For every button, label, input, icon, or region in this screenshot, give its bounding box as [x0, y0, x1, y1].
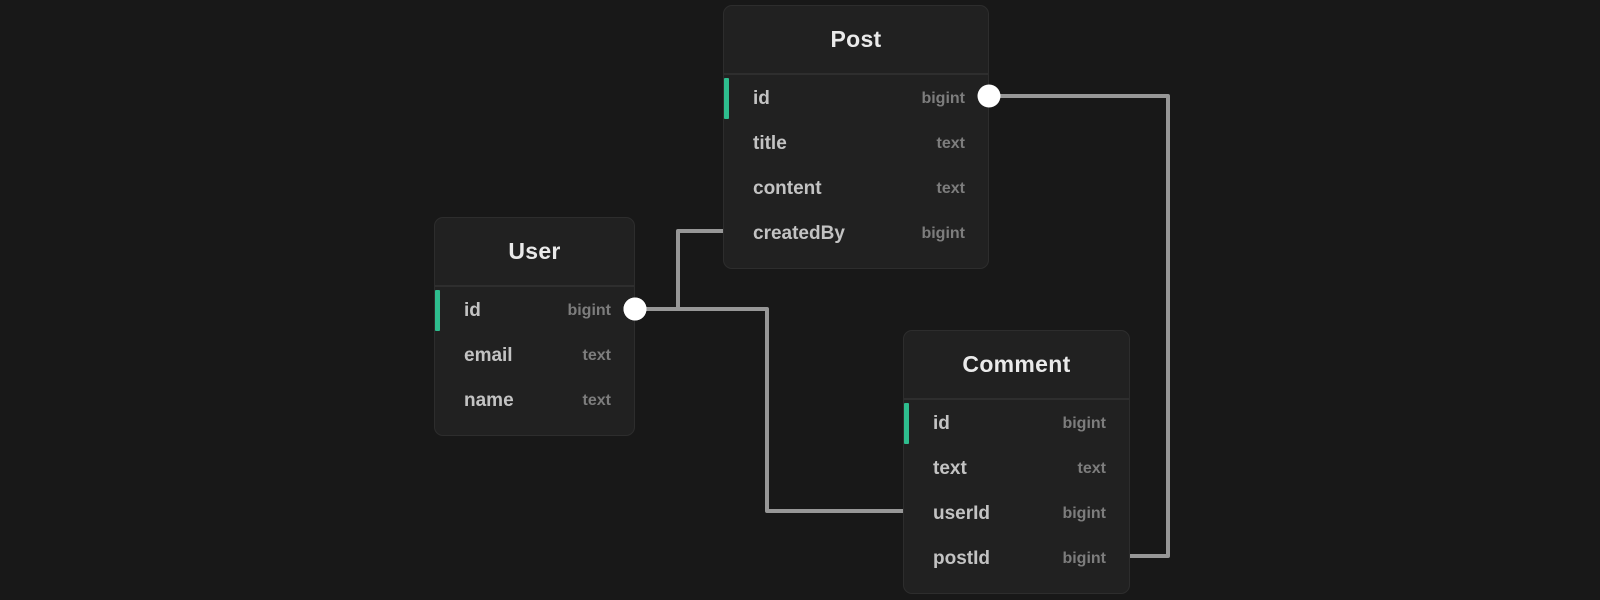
table-fields: id bigint email text name text: [435, 287, 634, 435]
table-title: Comment: [962, 351, 1071, 377]
field-type: bigint: [567, 301, 611, 319]
field-type: text: [936, 179, 965, 197]
table-node-comment[interactable]: Comment id bigint text text userId bigin…: [903, 330, 1130, 594]
primary-key-indicator: [435, 290, 440, 331]
field-name: id: [933, 412, 950, 434]
field-name: text: [933, 457, 967, 479]
primary-key-indicator: [724, 78, 729, 119]
table-node-user[interactable]: User id bigint email text name text: [434, 217, 635, 436]
field-row-post-createdby[interactable]: createdBy bigint: [724, 211, 988, 256]
field-type: bigint: [921, 224, 965, 242]
field-name: postId: [933, 547, 990, 569]
field-name: email: [464, 344, 513, 366]
table-node-post[interactable]: Post id bigint title text content text c…: [723, 5, 989, 269]
table-title: Post: [830, 26, 882, 52]
table-fields: id bigint text text userId bigint postId…: [904, 400, 1129, 593]
field-type: bigint: [1062, 504, 1106, 522]
field-row-post-title[interactable]: title text: [724, 121, 988, 166]
field-name: content: [753, 177, 822, 199]
field-name: userId: [933, 502, 991, 524]
field-name: id: [464, 299, 481, 321]
primary-key-indicator: [904, 403, 909, 444]
field-name: title: [753, 132, 787, 154]
table-fields: id bigint title text content text create…: [724, 75, 988, 268]
field-row-comment-userid[interactable]: userId bigint: [904, 491, 1129, 536]
field-type: bigint: [1062, 414, 1106, 432]
table-header[interactable]: User: [435, 218, 634, 287]
field-row-comment-text[interactable]: text text: [904, 446, 1129, 491]
field-row-comment-postid[interactable]: postId bigint: [904, 536, 1129, 581]
field-type: bigint: [1062, 549, 1106, 567]
field-name: name: [464, 389, 514, 411]
field-row-comment-id[interactable]: id bigint: [904, 401, 1129, 446]
field-row-user-email[interactable]: email text: [435, 333, 634, 378]
field-row-user-name[interactable]: name text: [435, 378, 634, 423]
field-name: id: [753, 87, 770, 109]
field-type: bigint: [921, 89, 965, 107]
table-header[interactable]: Comment: [904, 331, 1129, 400]
table-title: User: [508, 238, 561, 264]
field-row-post-content[interactable]: content text: [724, 166, 988, 211]
field-row-user-id[interactable]: id bigint: [435, 288, 634, 333]
field-type: text: [1077, 459, 1106, 477]
table-header[interactable]: Post: [724, 6, 988, 75]
field-type: text: [936, 134, 965, 152]
field-type: text: [582, 391, 611, 409]
field-row-post-id[interactable]: id bigint: [724, 76, 988, 121]
field-name: createdBy: [753, 222, 845, 244]
field-type: text: [582, 346, 611, 364]
